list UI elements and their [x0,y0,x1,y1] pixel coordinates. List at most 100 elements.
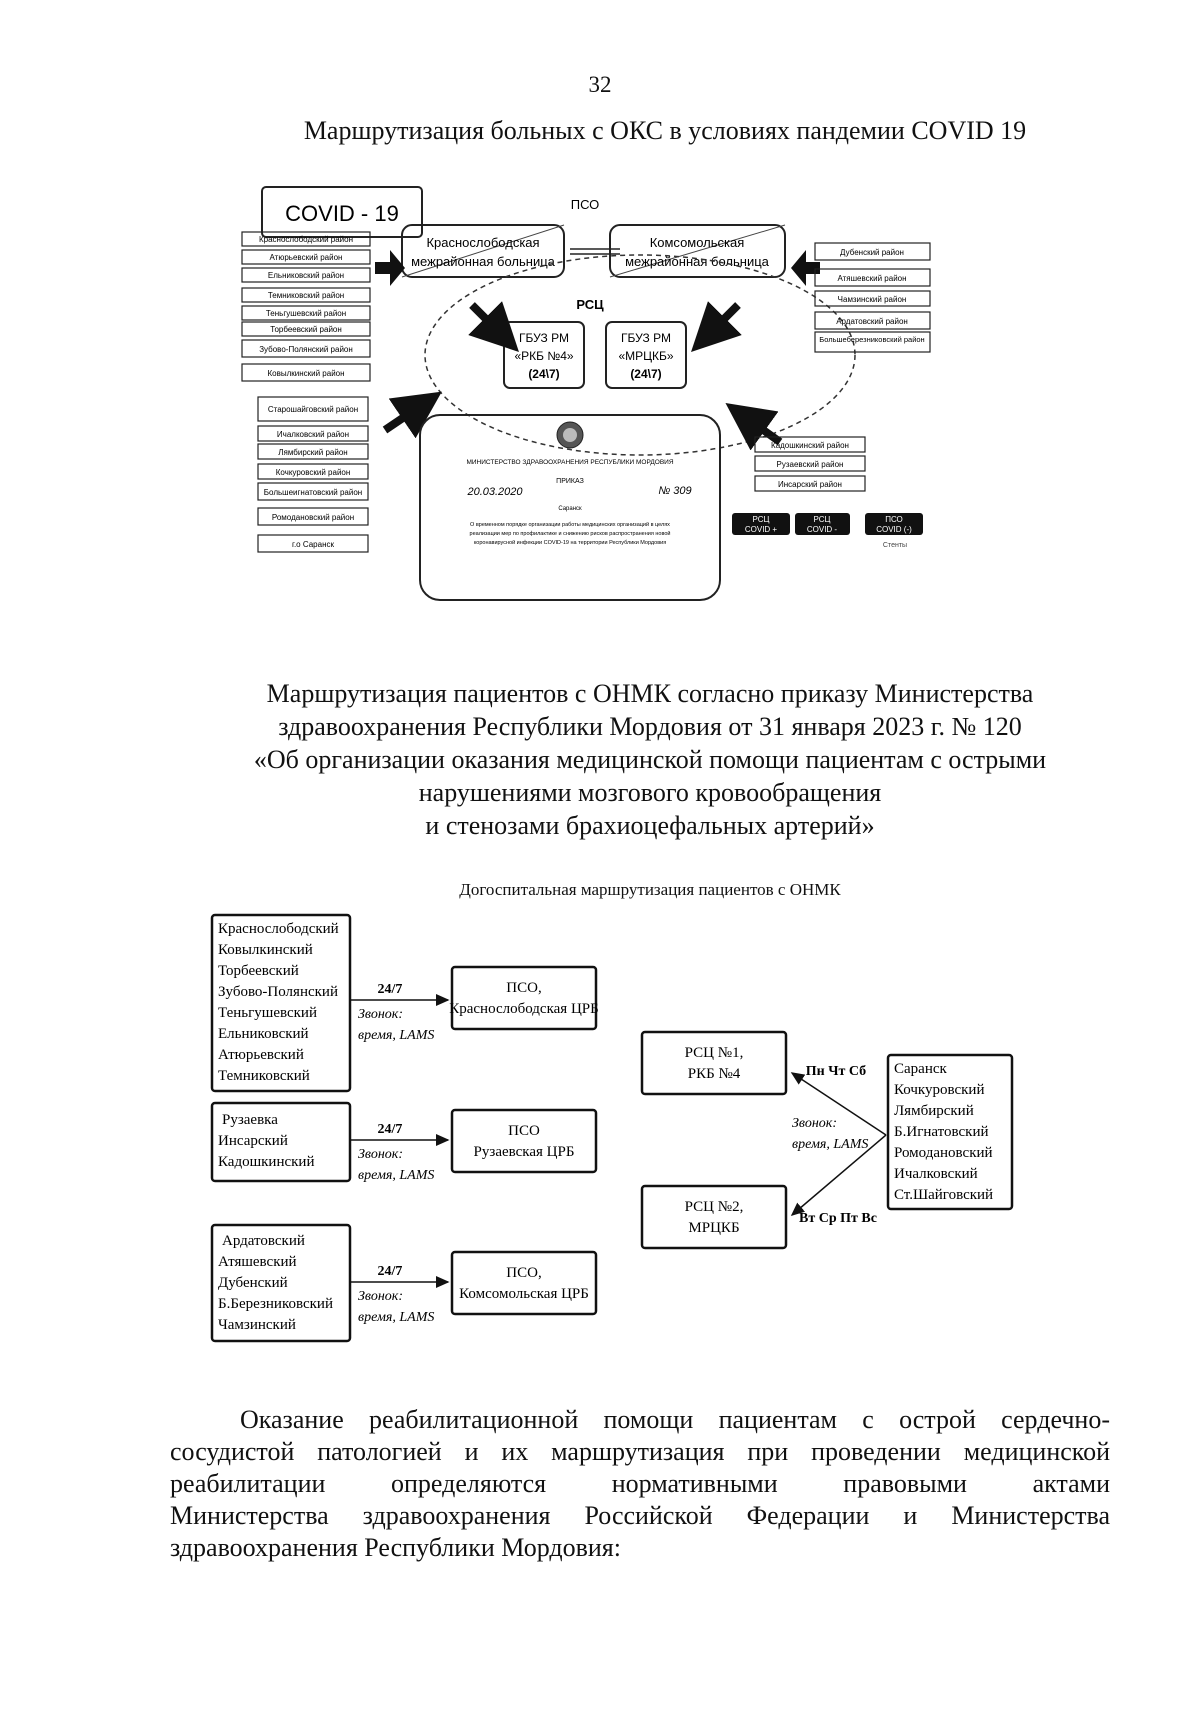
district-group-3: Ардатовский Атяшевский Дубенский Б.Берез… [210,1223,352,1343]
svg-text:20.03.2020: 20.03.2020 [466,486,523,498]
pso-label: ПСО [571,197,600,212]
rkb4-box: ГБУЗ РМ «РКБ №4» (24\7) [503,321,585,389]
svg-text:Краснослободский: Краснослободский [218,921,339,937]
svg-text:Ельниковский: Ельниковский [218,1026,309,1042]
svg-text:Инсарский район: Инсарский район [778,480,842,489]
svg-text:Теньгушевский: Теньгушевский [218,1005,317,1021]
svg-text:Краснослободская: Краснослободская [426,235,539,250]
svg-text:Ст.Шайговский: Ст.Шайговский [894,1187,993,1203]
svg-text:Комсомольская ЦРБ: Комсомольская ЦРБ [459,1286,589,1302]
svg-text:РКБ №4: РКБ №4 [688,1066,741,1082]
svg-text:Вт Ср Пт Вс: Вт Ср Пт Вс [799,1211,877,1226]
svg-text:Рузаевский район: Рузаевский район [777,460,844,469]
onmk-title-line: здравоохранения Республики Мордовия от 3… [278,712,1022,741]
svg-text:Торбеевский район: Торбеевский район [270,325,342,334]
svg-text:Большеберезниковский район: Большеберезниковский район [819,335,924,344]
onmk-title-line: Маршрутизация пациентов с ОНМК согласно … [266,679,1034,708]
svg-text:Большеигнатовский район: Большеигнатовский район [264,488,362,497]
svg-text:Ковылкинский: Ковылкинский [218,942,313,958]
svg-text:Кадошкинский район: Кадошкинский район [771,441,849,450]
svg-text:РСЦ №1,: РСЦ №1, [685,1045,744,1061]
svg-text:Саранск: Саранск [558,506,582,512]
svg-text:Ичалковский: Ичалковский [894,1166,978,1182]
svg-text:Дубенский район: Дубенский район [840,248,904,257]
paragraph-line: Министерства здравоохранения Российской … [170,1501,1110,1530]
right-districts-top: Дубенский район Атяшевский район Чамзинс… [814,242,931,353]
svg-text:Звонок:: Звонок: [358,1289,403,1304]
svg-text:Чамзинский: Чамзинский [218,1317,296,1333]
svg-text:«РКБ №4»: «РКБ №4» [514,349,573,363]
svg-text:Кадошкинский: Кадошкинский [218,1154,315,1170]
svg-text:«МРЦКБ»: «МРЦКБ» [618,349,673,363]
svg-text:Чамзинский район: Чамзинский район [838,295,907,304]
svg-text:COVID +: COVID + [745,525,778,534]
svg-text:время, LAMS: время, LAMS [358,1310,434,1325]
svg-text:О временном порядке организаци: О временном порядке организации работы м… [470,521,670,528]
ocs-routing-title: Маршрутизация больных с ОКС в условиях п… [303,116,1027,145]
svg-text:ГБУЗ РМ: ГБУЗ РМ [621,331,671,345]
svg-text:ПСО,: ПСО, [506,1265,541,1281]
svg-text:ГБУЗ РМ: ГБУЗ РМ [519,331,569,345]
svg-text:МИНИСТЕРСТВО ЗДРАВООХРАНЕНИЯ Р: МИНИСТЕРСТВО ЗДРАВООХРАНЕНИЯ РЕСПУБЛИКИ … [466,459,673,466]
svg-text:РСЦ: РСЦ [753,515,770,524]
svg-text:Пн Чт Сб: Пн Чт Сб [806,1064,866,1079]
svg-text:межрайонная больница: межрайонная больница [625,254,770,269]
onmk-title-line: и стенозами брахиоцефальных артерий» [425,811,875,840]
svg-text:Инсарский: Инсарский [218,1133,288,1149]
svg-text:ПСО: ПСО [508,1123,540,1139]
right-districts-bottom: Кадошкинский район Рузаевский район Инса… [754,436,866,492]
rsc1-box: РСЦ №1, РКБ №4 [640,1030,788,1096]
ministry-emblem [556,421,584,449]
svg-text:Старошайговский район: Старошайговский район [268,405,358,414]
svg-text:Кочкуровский район: Кочкуровский район [276,468,351,477]
ocs-routing-diagram: COVID - 19 ПСО Краснослободская межрайон… [241,186,931,601]
paragraph-line: сосудистой патологией и их маршрутизация… [170,1437,1110,1466]
dest-pso-krasnoslobodsk: ПСО, Краснослободская ЦРБ [449,965,599,1031]
svg-text:Атяшевский: Атяшевский [218,1254,297,1270]
svg-text:ПСО,: ПСО, [506,980,541,996]
svg-text:Зубово-Полянский район: Зубово-Полянский район [259,345,353,354]
dest-pso-komsomolsk: ПСО, Комсомольская ЦРБ [450,1250,598,1316]
svg-text:Ромодановский: Ромодановский [894,1145,993,1161]
svg-text:Звонок:: Звонок: [792,1116,837,1131]
svg-text:Саранск: Саранск [894,1061,948,1077]
left-districts-top: Краснослободский район Атюрьевский район… [241,231,371,382]
svg-text:Рузаевская ЦРБ: Рузаевская ЦРБ [474,1144,575,1160]
svg-text:№ 309: № 309 [658,485,691,497]
dest-pso-ruzaevka: ПСО Рузаевская ЦРБ [450,1108,598,1174]
mrckb-box: ГБУЗ РМ «МРЦКБ» (24\7) [605,321,687,389]
legend: РСЦ COVID + РСЦ COVID - ПСО COVID (-) Ст… [732,513,923,549]
svg-text:(24\7): (24\7) [630,367,661,381]
onmk-title-line: нарушениями мозгового кровообращения [418,778,882,807]
rehabilitation-paragraph: Оказание реабилитационной помощи пациент… [170,1404,1110,1564]
onmk-routing-diagram: Краснослободский Ковылкинский Торбеевски… [210,913,1014,1343]
svg-text:МРЦКБ: МРЦКБ [688,1220,739,1236]
svg-text:Теньгушевский район: Теньгушевский район [266,309,346,318]
svg-text:Торбеевский: Торбеевский [218,963,299,979]
svg-text:Звонок:: Звонок: [358,1147,403,1162]
svg-text:время, LAMS: время, LAMS [358,1168,434,1183]
krasnoslobodsk-hospital: Краснослободская межрайонная больница [401,224,565,278]
svg-text:Атяшевский район: Атяшевский район [837,274,906,283]
svg-text:Дубенский: Дубенский [218,1275,288,1291]
district-group-1: Краснослободский Ковылкинский Торбеевски… [210,913,352,1093]
svg-text:время, LAMS: время, LAMS [792,1137,868,1152]
paragraph-line: здравоохранения Республики Мордовия: [170,1533,621,1562]
covid-label: COVID - 19 [285,201,399,226]
svg-text:Стенты: Стенты [883,542,907,549]
svg-text:ПРИКАЗ: ПРИКАЗ [556,478,584,485]
svg-text:Зубово-Полянский: Зубово-Полянский [218,984,338,1000]
svg-text:Ардатовский: Ардатовский [222,1233,305,1249]
svg-text:Звонок:: Звонок: [358,1007,403,1022]
svg-text:межрайонная больница: межрайонная больница [411,254,556,269]
svg-text:Комсомольская: Комсомольская [650,235,745,250]
district-group-2: Рузаевка Инсарский Кадошкинский [210,1101,352,1183]
svg-text:Краснослободская ЦРБ: Краснослободская ЦРБ [449,1001,599,1017]
svg-text:реализации мер по профилактике: реализации мер по профилактике и снижени… [470,530,671,537]
svg-text:COVID (-): COVID (-) [876,525,912,534]
rsc2-box: РСЦ №2, МРЦКБ [640,1184,788,1250]
onmk-routing-title: Маршрутизация пациентов с ОНМК согласно … [170,677,1130,842]
onmk-diagram-caption: Догоспитальная маршрутизация пациентов с… [459,880,841,899]
svg-text:Б.Березниковский: Б.Березниковский [218,1296,333,1312]
svg-text:Б.Игнатовский: Б.Игнатовский [894,1124,989,1140]
